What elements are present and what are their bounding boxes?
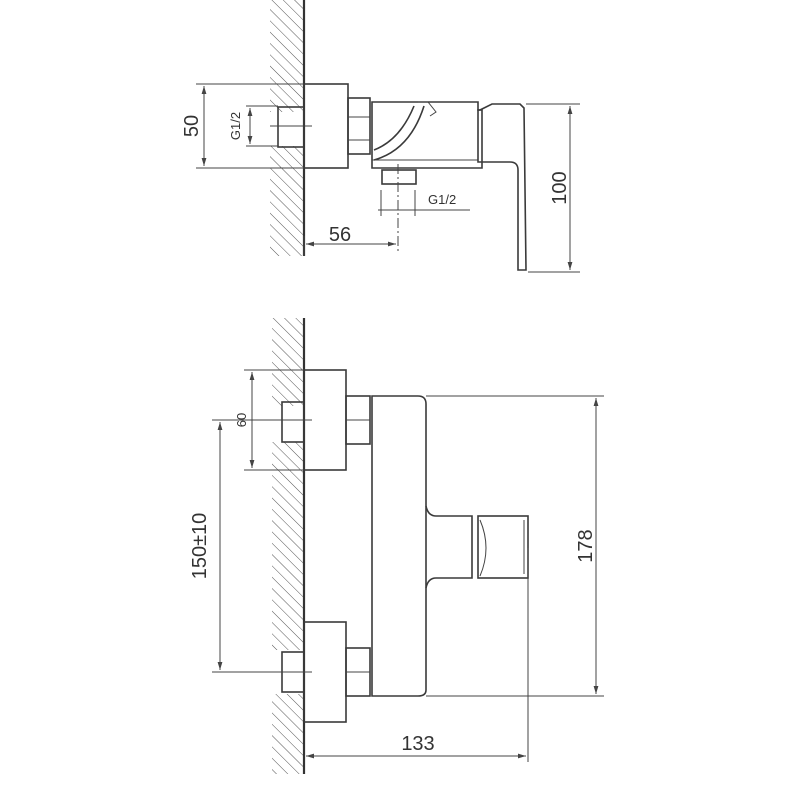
dim-label-g12-inlet: G1/2 (228, 112, 243, 140)
wall-section-top (270, 0, 306, 256)
dim-133: 133 (306, 700, 529, 762)
cartridge-front (425, 505, 529, 710)
side-view: 50 G1/2 G1/2 56 100 (181, 0, 580, 273)
dim-label-133: 133 (401, 733, 434, 755)
dim-label-60: 60 (234, 413, 249, 427)
mixer-body-front (371, 395, 427, 697)
dim-label-178: 178 (575, 529, 597, 562)
dim-60: 60 (234, 369, 304, 471)
dim-label-g12-outlet: G1/2 (428, 192, 456, 207)
dim-100: 100 (526, 103, 580, 273)
dim-label-50: 50 (181, 115, 203, 137)
dim-g12-outlet: G1/2 (378, 190, 470, 216)
dim-150: 150±10 (189, 422, 223, 670)
outlet-nipple-top (381, 169, 417, 185)
wall-section-bottom (272, 318, 306, 774)
dim-56: 56 (303, 224, 396, 256)
dim-50: 50 (181, 83, 304, 169)
dim-178: 178 (426, 395, 604, 697)
dim-g12-inlet: G1/2 (228, 105, 278, 147)
hex-nut-top (347, 97, 371, 155)
dim-label-56: 56 (329, 224, 351, 246)
front-view: 60 150±10 178 133 (189, 318, 604, 774)
dim-label-150: 150±10 (189, 513, 211, 580)
mixer-body-side (371, 101, 483, 169)
lever-handle (477, 103, 527, 271)
inlet-pipe-top (270, 106, 312, 148)
dim-label-100: 100 (549, 171, 571, 204)
